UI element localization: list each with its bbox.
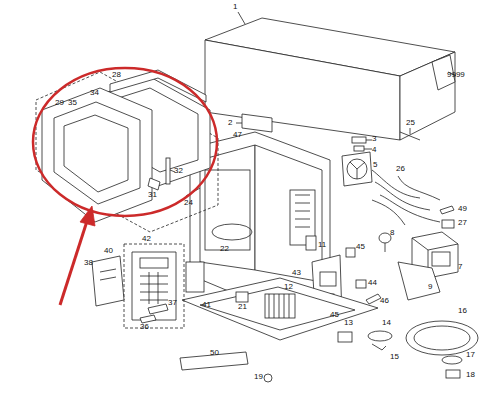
- callout-number: 27: [458, 218, 467, 227]
- callout-number: 4: [372, 145, 376, 154]
- callout-number: 25: [406, 118, 415, 127]
- callout-number: 22: [220, 244, 229, 253]
- callout-number: 28: [112, 70, 121, 79]
- callout-number: 38: [84, 258, 93, 267]
- callout-number: 29: [55, 98, 64, 107]
- callout-number: 32: [174, 166, 183, 175]
- callout-number: 15: [390, 352, 399, 361]
- callout-number: 37: [168, 298, 177, 307]
- callout-number: 3: [372, 134, 376, 143]
- callout-number: 1: [233, 2, 237, 11]
- callout-number: 21: [238, 302, 247, 311]
- callout-number: 8: [390, 228, 394, 237]
- callout-number: 11: [318, 240, 326, 249]
- callout-number: 13: [344, 318, 353, 327]
- callout-number: 19: [254, 372, 263, 381]
- callout-number: 42: [142, 234, 151, 243]
- callout-number: 45: [330, 310, 339, 319]
- callout-number: 34: [90, 88, 99, 97]
- callout-number: 16: [458, 306, 467, 315]
- callout-number: 46: [380, 296, 389, 305]
- callout-number: 47: [233, 130, 242, 139]
- callout-number: 43: [292, 268, 301, 277]
- callout-number: 31: [148, 190, 157, 199]
- callout-number: 45: [356, 242, 365, 251]
- callout-number: 2: [228, 118, 232, 127]
- callout-number: 49: [458, 204, 467, 213]
- callout-number: 5: [373, 160, 377, 169]
- callout-number: 9: [428, 282, 432, 291]
- callout-number: 14: [382, 318, 391, 327]
- callout-number: 40: [104, 246, 113, 255]
- callout-number: 41: [202, 300, 211, 309]
- callout-number: 24: [184, 198, 193, 207]
- callout-number: 18: [466, 370, 475, 379]
- callout-number: 9999: [447, 70, 465, 79]
- callout-number: 26: [396, 164, 405, 173]
- callout-number: 17: [466, 350, 475, 359]
- callout-number: 50: [210, 348, 219, 357]
- callout-number: 12: [284, 282, 293, 291]
- callout-number: 44: [368, 278, 377, 287]
- callout-number: 7: [458, 262, 462, 271]
- callout-number: 36: [140, 322, 149, 331]
- callout-number: 35: [68, 98, 77, 107]
